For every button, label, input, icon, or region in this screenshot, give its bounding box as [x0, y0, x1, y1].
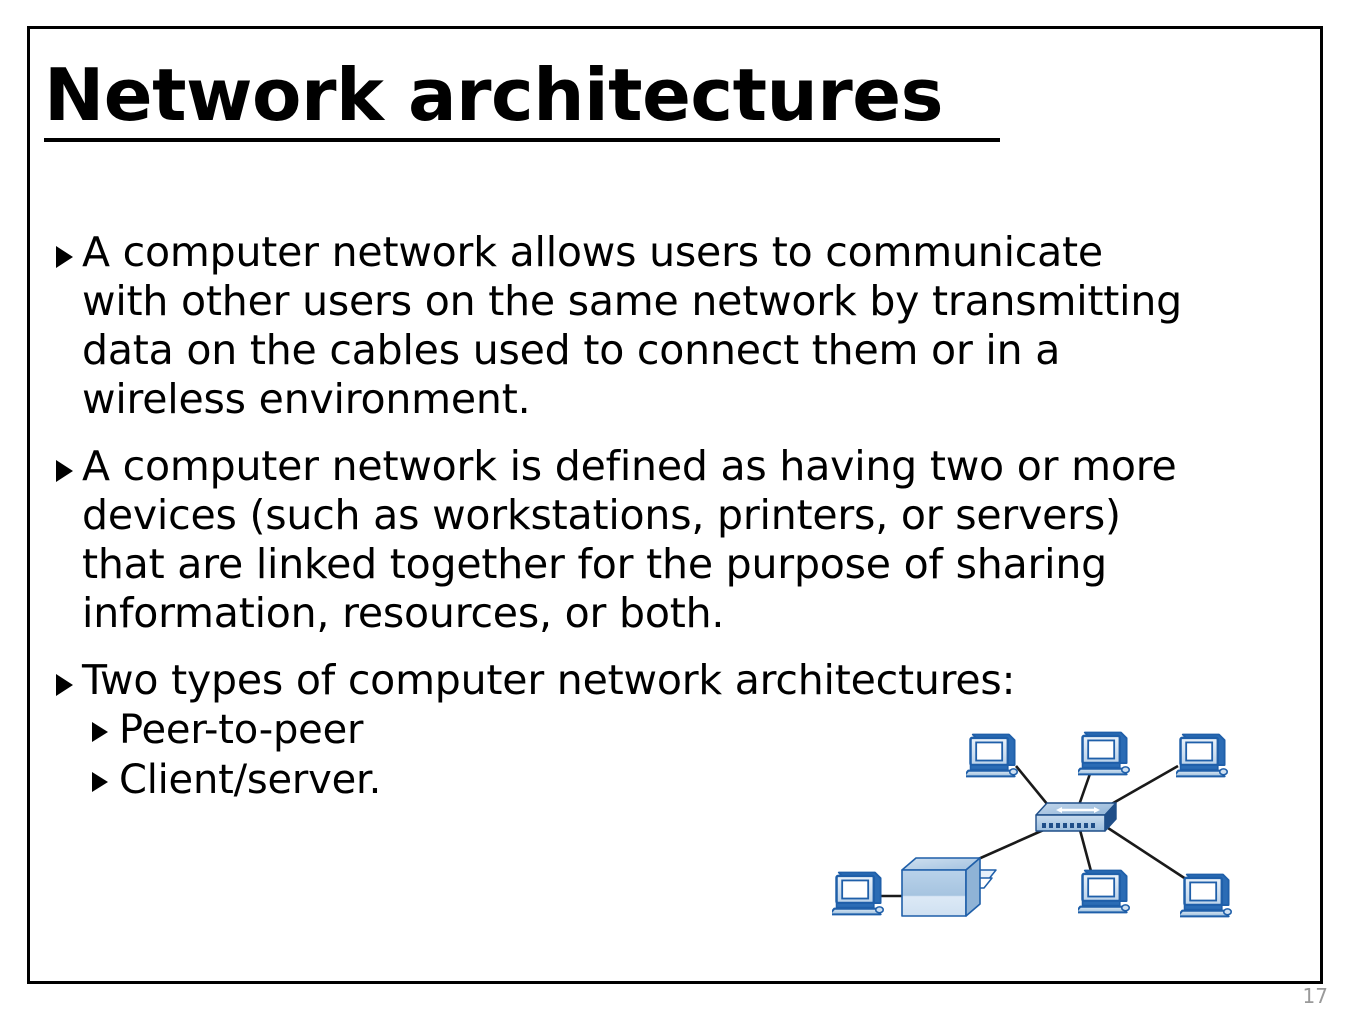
link-pc-top-right-to-switch — [1107, 764, 1179, 808]
bullet-text-3: Two types of computer network architectu… — [82, 656, 1016, 704]
bullet-item-3: Two types of computer network architectu… — [56, 656, 1236, 705]
page-title: Network architectures — [44, 53, 943, 137]
computer-pc-bottom-right — [1180, 873, 1232, 918]
link-pc-bottom-middle-to-switch — [1078, 829, 1094, 876]
title-block: Network architectures — [44, 56, 1044, 142]
link-pc-bottom-right-to-switch — [1107, 826, 1193, 885]
printer-icon — [901, 857, 997, 917]
bullet-item-1: A computer network allows users to commu… — [56, 228, 1236, 424]
triangle-bullet-icon — [92, 722, 108, 742]
star-topology-network-diagram — [820, 718, 1240, 938]
sub-bullet-text-peer-to-peer: Peer-to-peer — [119, 707, 364, 753]
title-underline-rule — [44, 138, 1000, 142]
bullet-item-2: A computer network is defined as having … — [56, 442, 1236, 638]
body-content: A computer network allows users to commu… — [56, 228, 1236, 805]
computer-pc-top-middle — [1078, 731, 1130, 776]
bullet-text-2: A computer network is defined as having … — [82, 442, 1177, 637]
page-number: 17 — [1302, 984, 1328, 1008]
computer-pc-bottom-left — [832, 871, 884, 916]
sub-bullet-item-client-server: Client/server. — [56, 755, 1236, 805]
triangle-bullet-icon — [56, 674, 73, 696]
sub-bullet-item-peer-to-peer: Peer-to-peer — [56, 705, 1236, 755]
bullet-text-1: A computer network allows users to commu… — [82, 228, 1182, 423]
triangle-bullet-icon — [56, 460, 73, 482]
computer-pc-top-right — [1176, 733, 1228, 778]
network-switch-icon — [1035, 802, 1117, 832]
computer-pc-top-left — [966, 733, 1018, 778]
triangle-bullet-icon — [92, 772, 108, 792]
triangle-bullet-icon — [56, 246, 73, 268]
sub-bullet-text-client-server: Client/server. — [119, 757, 382, 803]
link-pc-top-left-to-switch — [1014, 765, 1054, 811]
computer-pc-bottom-middle — [1078, 869, 1130, 914]
